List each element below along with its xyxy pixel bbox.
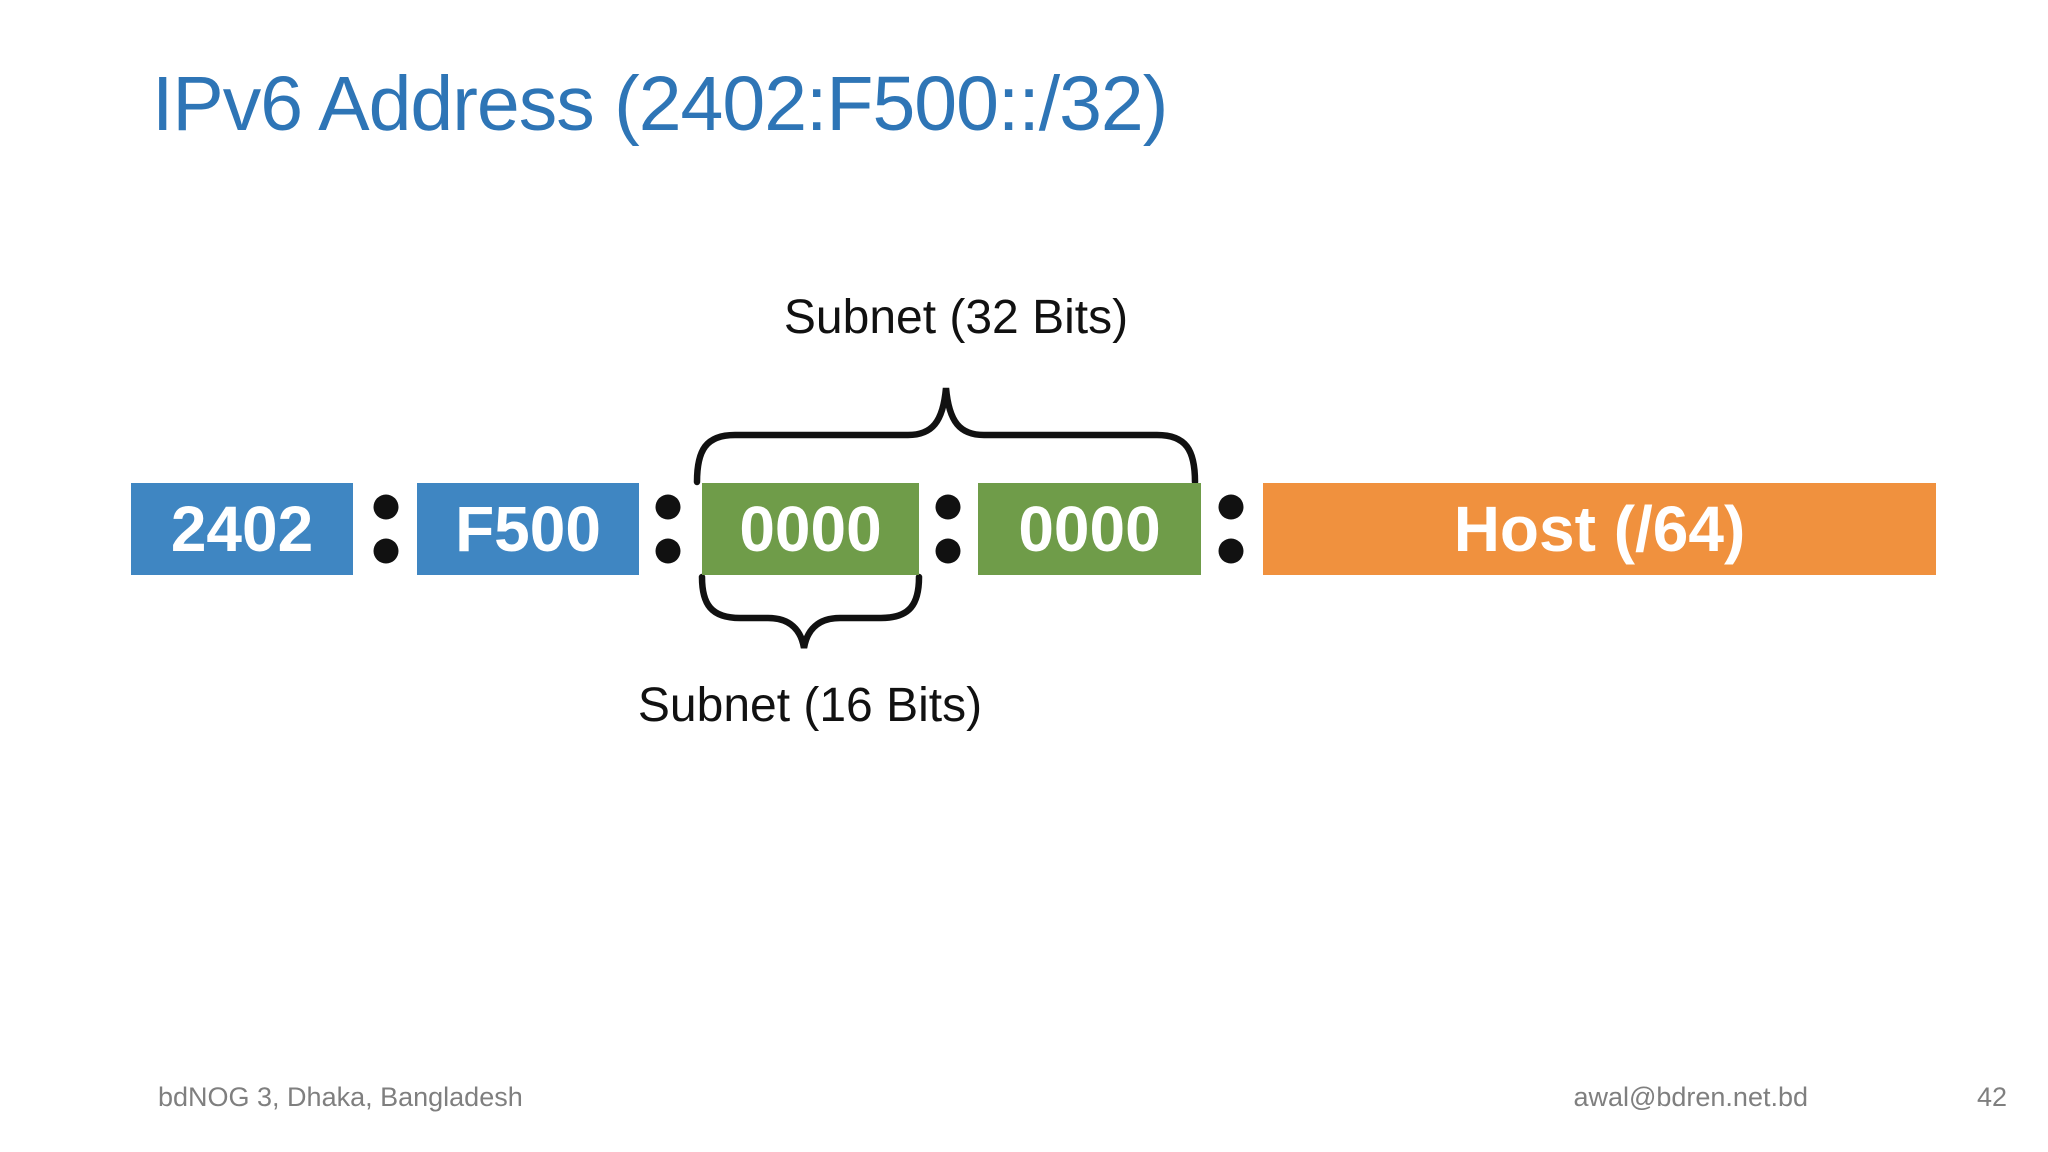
- address-block-prefix-2: F500: [417, 483, 639, 575]
- footer-page-number: 42: [1976, 1082, 2007, 1112]
- colon-separator-icon: [655, 494, 681, 564]
- address-block-subnet-1: 0000: [702, 483, 919, 575]
- colon-separator-icon: [1218, 494, 1244, 564]
- subnet-16-bits-label: Subnet (16 Bits): [637, 679, 983, 732]
- footer-event-name: bdNOG 3, Dhaka, Bangladesh: [158, 1082, 523, 1112]
- subnet-16-brace-icon: [698, 573, 923, 649]
- address-block-prefix-1: 2402: [131, 483, 353, 575]
- footer-email: awal@bdren.net.bd: [1573, 1082, 1808, 1112]
- subnet-32-bits-label: Subnet (32 Bits): [783, 291, 1129, 344]
- colon-separator-icon: [373, 494, 399, 564]
- subnet-32-brace-icon: [693, 387, 1199, 486]
- address-block-host: Host (/64): [1263, 483, 1936, 575]
- address-block-subnet-2: 0000: [978, 483, 1201, 575]
- page-title: IPv6 Address (2402:F500::/32): [152, 61, 1168, 147]
- colon-separator-icon: [935, 494, 961, 564]
